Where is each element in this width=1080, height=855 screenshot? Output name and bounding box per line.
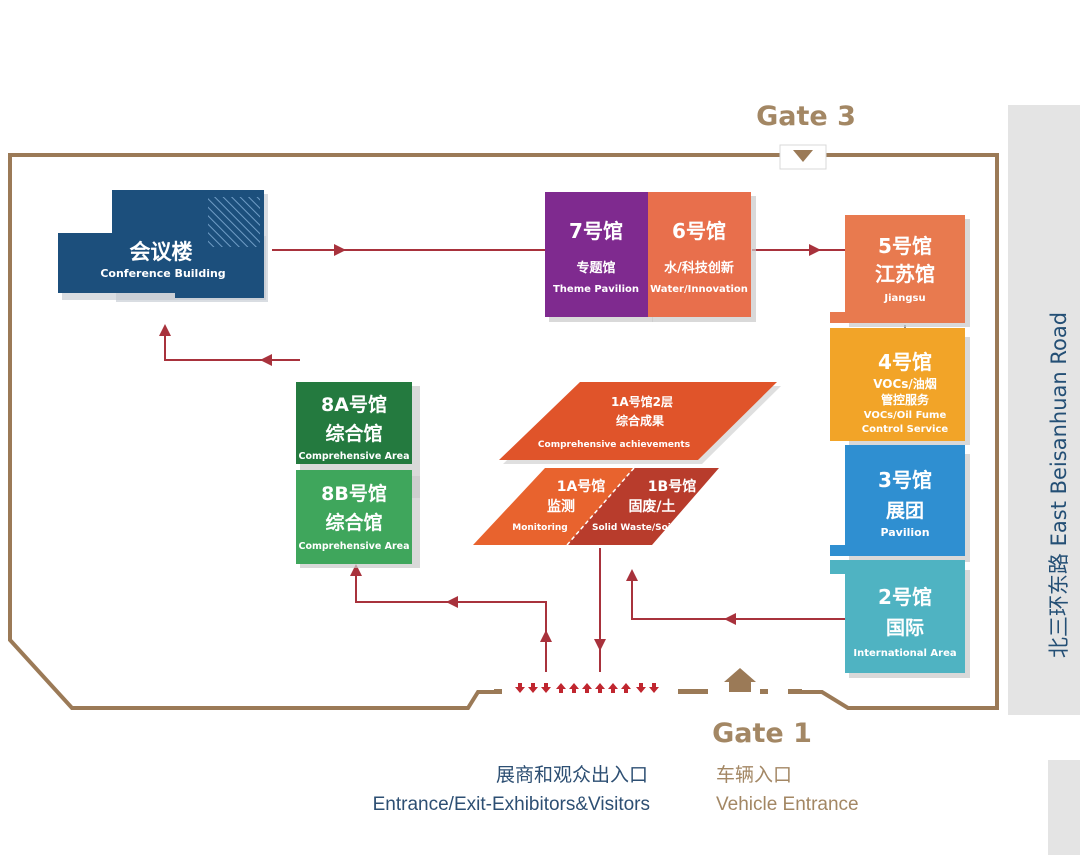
hall-1b[interactable]: 1B号馆 固废/土 Solid Waste/Soil xyxy=(566,467,719,546)
hall4-cn1: VOCs/油烟 xyxy=(873,376,937,391)
conference-cn: 会议楼 xyxy=(130,240,193,264)
hall7-cn: 专题馆 xyxy=(576,260,615,276)
hall1a-en: Monitoring xyxy=(512,523,568,533)
hall4-cn2: 管控服务 xyxy=(881,392,930,407)
conference-building[interactable]: 会议楼 Conference Building xyxy=(58,190,268,302)
hall1-floor2-cn: 综合成果 xyxy=(616,413,664,428)
vehicle-up-arrow-icon xyxy=(724,668,756,692)
entrance-arrows xyxy=(515,683,659,693)
hall3-cn: 展团 xyxy=(886,500,924,522)
hall-3[interactable]: 3号馆 展团 Pavilion xyxy=(830,445,970,562)
building-icon xyxy=(208,197,260,247)
hall2-num: 2号馆 xyxy=(878,585,932,609)
route-2-to-1b xyxy=(631,572,845,620)
gate3-arrow-icon xyxy=(793,150,813,162)
route-8a-to-conference xyxy=(164,330,300,361)
hall3-en: Pavilion xyxy=(880,526,929,539)
hall-8b[interactable]: 8B号馆 综合馆 Comprehensive Area xyxy=(296,470,420,568)
road-name: 北三环东路 East Beisanhuan Road xyxy=(1047,312,1071,658)
gate1-dashed-line xyxy=(494,689,802,694)
hall2-cn: 国际 xyxy=(886,617,924,639)
visitors-entrance-cn: 展商和观众出入口 xyxy=(496,764,648,786)
hall-6[interactable]: 6号馆 水/科技创新 Water/Innovation xyxy=(648,192,756,322)
road-lower xyxy=(1048,760,1080,855)
hall8a-cn: 综合馆 xyxy=(325,422,382,445)
hall4-num: 4号馆 xyxy=(878,350,932,374)
gate1-label: Gate 1 xyxy=(712,718,812,749)
hall-2[interactable]: 2号馆 国际 International Area xyxy=(830,560,970,678)
gate3-label: Gate 3 xyxy=(756,101,856,132)
hall7-num: 7号馆 xyxy=(569,219,623,243)
hall4-en1: VOCs/Oil Fume xyxy=(864,410,947,421)
hall6-num: 6号馆 xyxy=(672,219,726,243)
hall-5[interactable]: 5号馆 江苏馆 Jiangsu xyxy=(830,215,970,327)
hall7-en: Theme Pavilion xyxy=(553,284,639,295)
route-entrance-to-8b xyxy=(355,568,547,672)
vehicle-entrance-cn: 车辆入口 xyxy=(716,764,792,786)
road-upper xyxy=(1008,105,1080,715)
hall6-cn: 水/科技创新 xyxy=(664,260,734,276)
hall-1a-floor2[interactable]: 1A号馆2层 综合成果 Comprehensive achievements xyxy=(499,382,781,464)
hall8a-en: Comprehensive Area xyxy=(298,451,409,462)
hall4-en2: Control Service xyxy=(862,424,949,435)
visitors-entrance-en: Entrance/Exit-Exhibitors&Visitors xyxy=(373,794,650,815)
hall-1a[interactable]: 1A号馆 监测 Monitoring xyxy=(473,468,634,545)
hall1a-num: 1A号馆 xyxy=(557,478,606,495)
hall8b-cn: 综合馆 xyxy=(325,511,382,534)
hall2-en: International Area xyxy=(853,648,956,659)
site-boundary-main xyxy=(8,153,780,710)
hall1-floor2-num: 1A号馆2层 xyxy=(611,394,673,409)
site-boundary-east xyxy=(800,153,999,710)
hall5-cn: 江苏馆 xyxy=(875,262,935,286)
hall6-en: Water/Innovation xyxy=(650,284,748,295)
conference-en: Conference Building xyxy=(100,267,225,280)
hall5-en: Jiangsu xyxy=(883,293,925,304)
hall-7[interactable]: 7号馆 专题馆 Theme Pavilion xyxy=(545,192,653,322)
hall-4[interactable]: 4号馆 VOCs/油烟 管控服务 VOCs/Oil Fume Control S… xyxy=(830,328,970,445)
hall1-floor2-en: Comprehensive achievements xyxy=(538,440,690,450)
hall8a-num: 8A号馆 xyxy=(321,393,387,416)
vehicle-entrance-en: Vehicle Entrance xyxy=(716,794,859,815)
hall8b-num: 8B号馆 xyxy=(321,482,387,505)
hall1b-en: Solid Waste/Soil xyxy=(592,523,674,533)
hall1b-num: 1B号馆 xyxy=(648,478,696,495)
hall3-num: 3号馆 xyxy=(878,468,932,492)
hall1a-cn: 监测 xyxy=(547,498,575,515)
hall8b-en: Comprehensive Area xyxy=(298,541,409,552)
hall1b-cn: 固废/土 xyxy=(628,498,675,515)
visitor-routes xyxy=(159,244,906,672)
hall5-num: 5号馆 xyxy=(878,234,932,258)
